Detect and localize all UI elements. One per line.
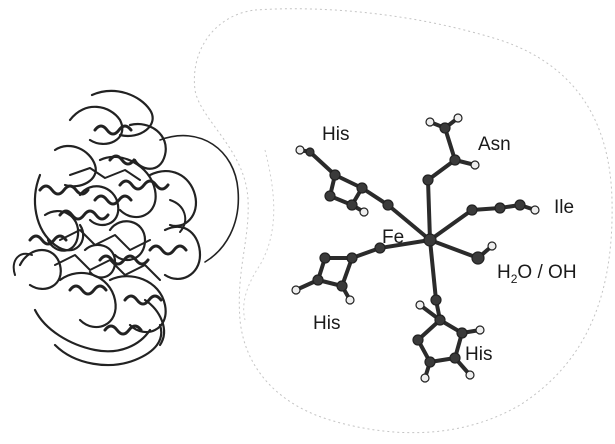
label-his-bottom: His bbox=[465, 344, 492, 365]
protein-ribbon-icon bbox=[12, 90, 240, 367]
zoom-outline bbox=[193, 8, 613, 434]
label-his-top: His bbox=[322, 124, 349, 145]
label-ile: Ile bbox=[554, 197, 574, 218]
label-fe: Fe bbox=[382, 227, 404, 248]
label-water-rest: O / OH bbox=[517, 262, 576, 283]
zoom-inner-outline bbox=[243, 149, 275, 321]
label-water-h: H bbox=[497, 262, 511, 283]
label-water-sub: 2 bbox=[511, 272, 518, 286]
label-asn: Asn bbox=[478, 134, 511, 155]
active-site-icon bbox=[291, 113, 540, 383]
label-his-left: His bbox=[313, 313, 340, 334]
label-water: H2O / OH bbox=[497, 262, 577, 286]
atoms bbox=[291, 113, 540, 383]
